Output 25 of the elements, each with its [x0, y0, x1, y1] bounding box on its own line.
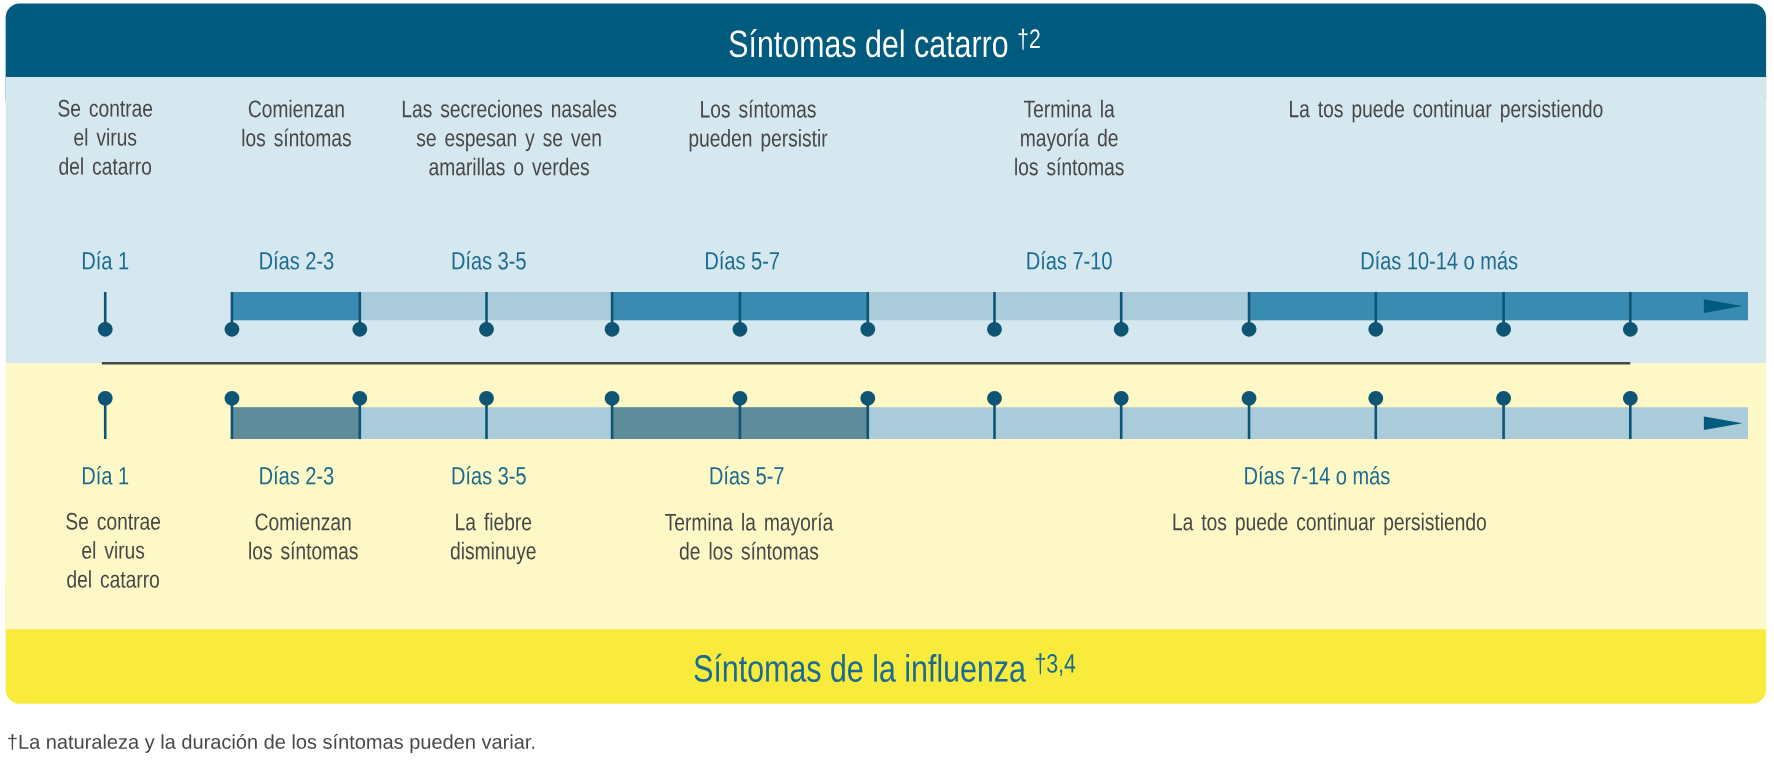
day-label: Días 2-3	[260, 250, 334, 270]
description-text: Comienzan los síntomas	[242, 99, 351, 147]
description-text: Termina la mayoría de los síntomas	[1015, 99, 1124, 176]
node-label: Síntomas del catarro $^{†2}$	[729, 28, 1040, 58]
description-text: Se contrae el virus del catarro	[58, 99, 153, 175]
description-text: La tos puede continuar persistiendo	[1173, 512, 1486, 536]
day-label: Día 1	[82, 465, 129, 485]
day-label: Día 1	[82, 250, 129, 270]
description-text: Termina la mayoría de los síntomas	[665, 512, 834, 560]
day-label: Días 3-5	[452, 250, 526, 270]
description-text: Los síntomas pueden persistir	[689, 99, 828, 152]
description-text: La tos puede continuar persistiendo	[1290, 99, 1603, 123]
node-label: Síntomas de la influenza $^{†3,4}$	[694, 653, 1076, 682]
day-label: Días 10-14 o más	[1361, 250, 1518, 270]
day-label: Días 5-7	[710, 465, 784, 485]
description-text: La fiebre disminuye	[450, 512, 536, 565]
description-text: Comienzan los síntomas	[249, 512, 358, 560]
description-text: Se contrae el virus del catarro	[66, 512, 161, 588]
day-label: Días 3-5	[452, 465, 526, 485]
footnote: †La naturaleza y la duración de los síntomas pueden variar.	[8, 734, 535, 753]
day-label: Días 2-3	[260, 465, 334, 485]
day-label: Días 7-10	[1027, 250, 1112, 270]
day-label: Días 5-7	[706, 250, 779, 270]
description-text: Las secreciones nasales se espesan y se ven amarillas o verdes	[402, 99, 617, 176]
day-label: Días 7-14 o más	[1245, 465, 1390, 485]
